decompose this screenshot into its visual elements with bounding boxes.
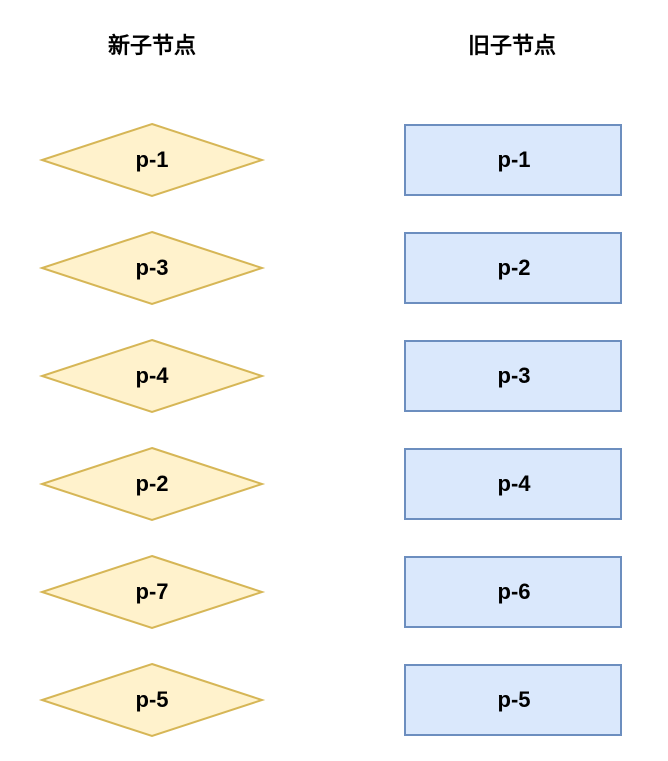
old-child-label: p-3 bbox=[497, 363, 531, 388]
new-children-title: 新子节点 bbox=[107, 34, 196, 59]
new-child-node: p-4 bbox=[38, 338, 266, 414]
rectangle-shape bbox=[404, 448, 622, 520]
old-child-node: p-4 bbox=[404, 448, 624, 520]
old-child-label: p-4 bbox=[497, 471, 531, 496]
diamond-shape bbox=[38, 554, 266, 630]
new-child-label: p-5 bbox=[135, 687, 169, 712]
diamond-shape bbox=[38, 122, 266, 198]
new-child-label: p-3 bbox=[135, 255, 169, 280]
old-child-label: p-1 bbox=[497, 147, 531, 172]
new-child-label: p-2 bbox=[135, 471, 169, 496]
old-child-label: p-6 bbox=[497, 579, 531, 604]
diamond-shape bbox=[38, 446, 266, 522]
new-child-label: p-7 bbox=[135, 579, 169, 604]
diamond-shape bbox=[38, 230, 266, 306]
new-child-node: p-5 bbox=[38, 662, 266, 738]
rectangle-shape bbox=[404, 124, 622, 196]
rectangle-shape bbox=[404, 232, 622, 304]
old-child-node: p-5 bbox=[404, 664, 624, 736]
rectangle-shape bbox=[404, 664, 622, 736]
diamond-shape bbox=[38, 662, 266, 738]
old-child-label: p-2 bbox=[497, 255, 531, 280]
old-child-node: p-2 bbox=[404, 232, 624, 304]
new-child-node: p-7 bbox=[38, 554, 266, 630]
new-child-label: p-4 bbox=[135, 363, 169, 388]
new-child-label: p-1 bbox=[135, 147, 169, 172]
old-child-label: p-5 bbox=[497, 687, 531, 712]
rectangle-shape bbox=[404, 340, 622, 412]
old-children-title: 旧子节点 bbox=[467, 34, 556, 59]
old-child-node: p-1 bbox=[404, 124, 624, 196]
rectangle-shape bbox=[404, 556, 622, 628]
diamond-shape bbox=[38, 338, 266, 414]
new-child-node: p-2 bbox=[38, 446, 266, 522]
old-child-node: p-3 bbox=[404, 340, 624, 412]
new-child-node: p-3 bbox=[38, 230, 266, 306]
old-child-node: p-6 bbox=[404, 556, 624, 628]
new-child-node: p-1 bbox=[38, 122, 266, 198]
